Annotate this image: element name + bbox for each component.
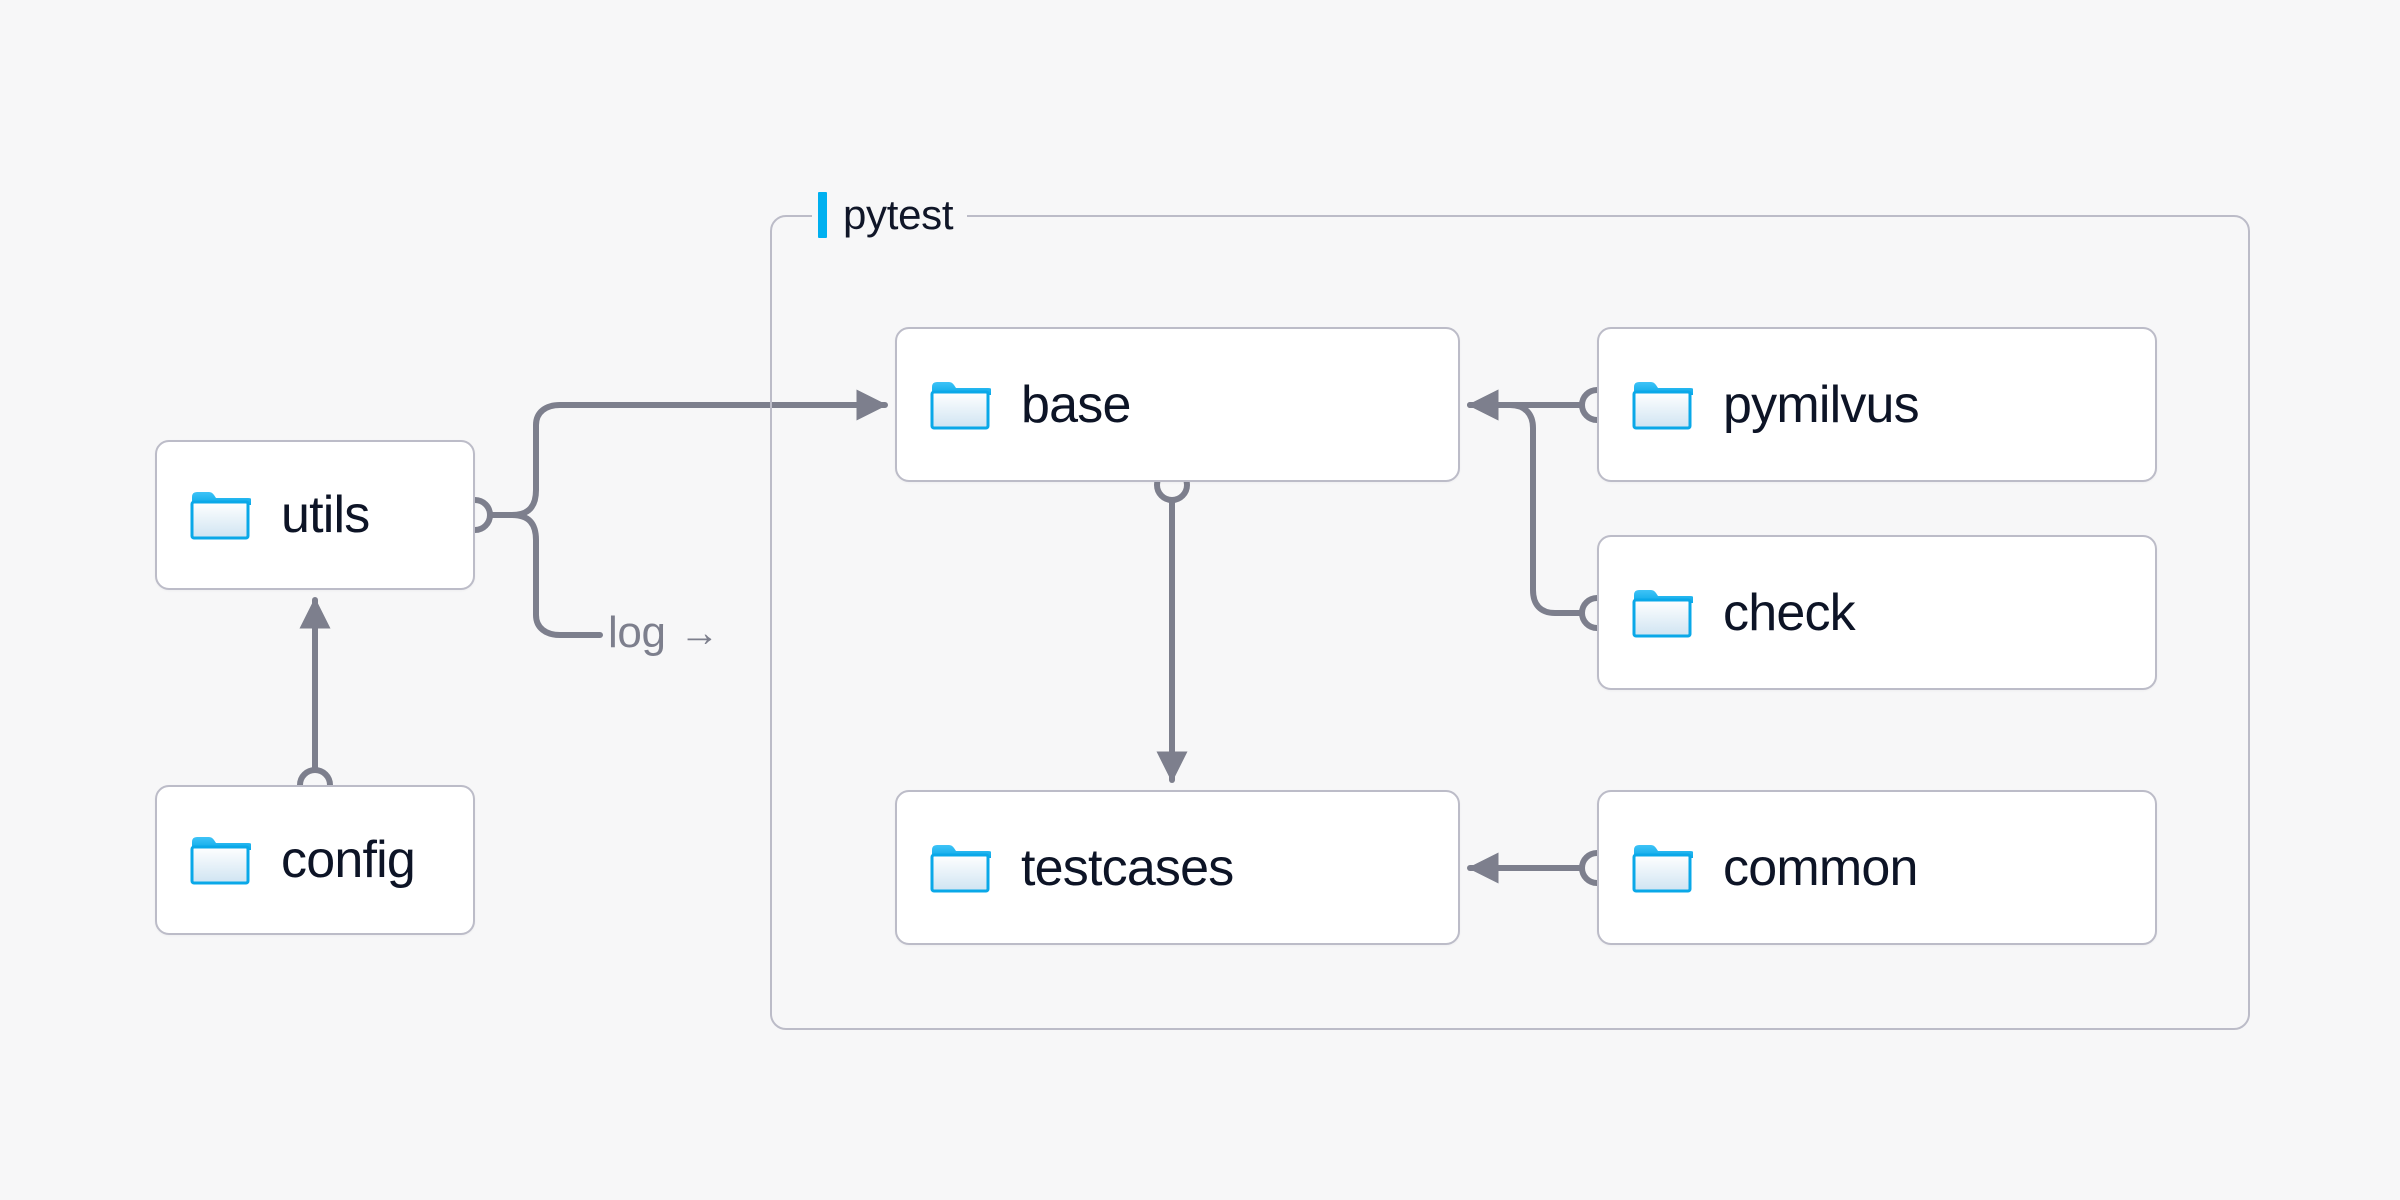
group-title: pytest (843, 191, 954, 238)
node-label: check (1723, 583, 1856, 642)
wire-utils-to-log (509, 512, 603, 638)
folder-icon (1632, 381, 1693, 429)
node-check[interactable]: check (1597, 535, 2157, 690)
node-utils[interactable]: utils (155, 440, 475, 590)
accent-bar-icon (818, 192, 827, 238)
node-label: base (1021, 375, 1131, 434)
node-label: pymilvus (1723, 375, 1920, 434)
node-config[interactable]: config (155, 785, 475, 935)
group-pytest-label: pytest (812, 187, 968, 243)
group-pytest[interactable] (770, 215, 2250, 1030)
folder-icon (930, 381, 991, 429)
node-base[interactable]: base (895, 327, 1460, 482)
edge-label-log-text: log (608, 608, 666, 657)
node-label: utils (281, 486, 370, 544)
node-label: common (1723, 838, 1918, 897)
arrow-right-icon: → (679, 611, 720, 655)
folder-icon (190, 837, 251, 885)
folder-icon (1632, 589, 1693, 637)
node-testcases[interactable]: testcases (895, 790, 1460, 945)
node-label: config (281, 831, 416, 889)
folder-icon (930, 844, 991, 892)
folder-icon (1632, 844, 1693, 892)
folder-icon (190, 492, 251, 540)
node-label: testcases (1021, 838, 1234, 897)
node-pymilvus[interactable]: pymilvus (1597, 327, 2157, 482)
node-common[interactable]: common (1597, 790, 2157, 945)
edge-label-log: log → (608, 608, 720, 658)
